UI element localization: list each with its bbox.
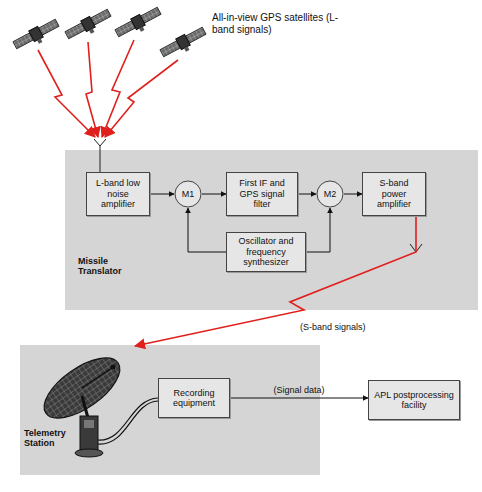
node-label: Oscillator and frequency synthesizer — [230, 236, 302, 267]
gps-antenna — [94, 139, 106, 172]
panel-title: Missile Translator — [78, 256, 140, 277]
node-label: M1 — [182, 189, 195, 199]
edge-label: (S-band signals) — [300, 322, 366, 332]
signal-line — [306, 208, 330, 252]
panel-title: Telemetry Station — [24, 428, 78, 449]
translator-panel: Missile Translator L-band low noise ampli… — [65, 150, 478, 310]
amplifier-box: L-band low noise amplifier — [86, 172, 150, 216]
signal-line — [230, 398, 368, 399]
node-label: First IF and GPS signal filter — [230, 178, 294, 209]
gps-satellite — [159, 25, 209, 62]
mixer-circle: M2 — [316, 180, 344, 208]
l-band-signal — [38, 40, 178, 137]
node-label: M2 — [324, 189, 337, 199]
telemetry-panel: Telemetry Station Recording equipment — [20, 345, 320, 475]
s-band-signal — [135, 216, 416, 346]
node-label: S-band power amplifier — [366, 178, 422, 209]
gps-satellite — [64, 7, 114, 44]
signal-line — [150, 194, 174, 195]
telemetry-cable — [98, 398, 158, 444]
signal-line — [298, 194, 316, 195]
node-label: APL postprocessing facility — [372, 390, 456, 411]
node-label: L-band low noise amplifier — [90, 178, 146, 209]
signal-line — [202, 194, 226, 195]
node-label: Recording equipment — [162, 388, 226, 409]
signal-line — [188, 208, 226, 252]
satellite-label: All-in-view GPS satellites (L-band signa… — [212, 12, 344, 36]
facility-box: APL postprocessing facility — [368, 380, 460, 420]
mixer-circle: M1 — [174, 180, 202, 208]
filter-box: First IF and GPS signal filter — [226, 172, 298, 216]
panel-ground — [20, 345, 320, 475]
gps-satellite — [114, 5, 164, 42]
oscillator-box: Oscillator and frequency synthesizer — [226, 232, 306, 272]
edge-label: (Signal data) — [273, 385, 324, 395]
amplifier-box: S-band power amplifier — [362, 172, 426, 216]
gps-satellite — [12, 17, 62, 54]
recording-box: Recording equipment — [158, 378, 230, 418]
signal-line — [344, 194, 362, 195]
